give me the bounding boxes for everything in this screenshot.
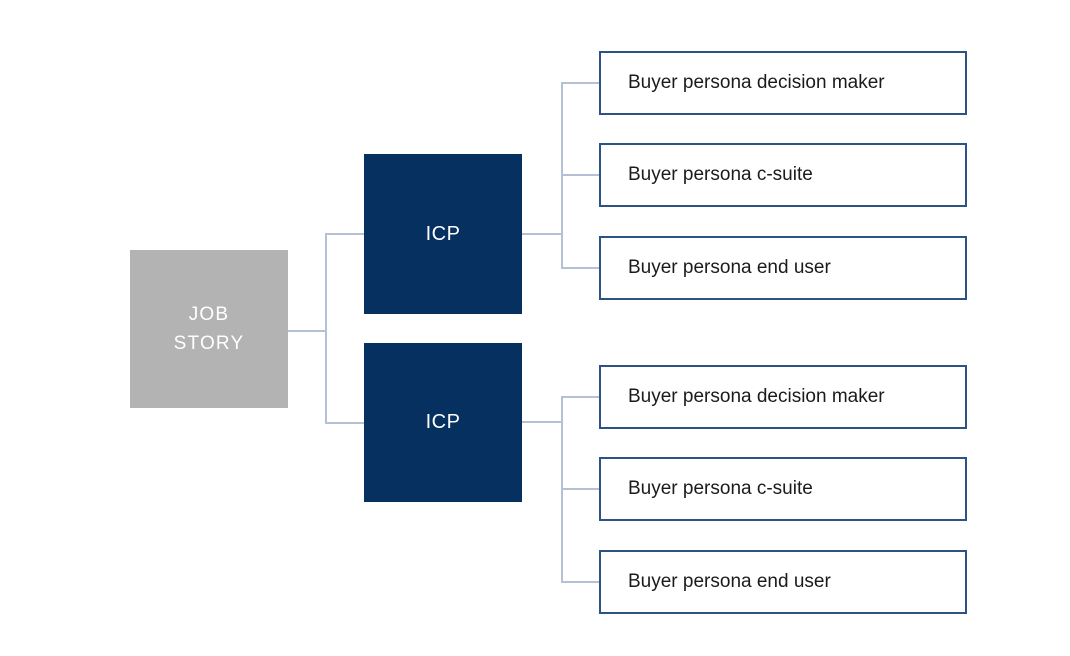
icp-box-1: ICP: [364, 154, 522, 314]
job-story-label: JOB STORY: [173, 303, 245, 354]
connector-line: [561, 396, 599, 398]
persona-box-end-user: Buyer persona end user: [599, 550, 967, 614]
icp-label: ICP: [425, 411, 461, 433]
connector-line: [561, 581, 599, 583]
persona-box-decision-maker: Buyer persona decision maker: [599, 51, 967, 115]
persona-box-c-suite: Buyer persona c-suite: [599, 143, 967, 207]
persona-label: Buyer persona c-suite: [628, 478, 813, 499]
persona-label: Buyer persona c-suite: [628, 164, 813, 185]
job-story-box: JOB STORY: [130, 250, 288, 408]
connector-line: [561, 267, 599, 269]
connector-line: [325, 233, 364, 235]
persona-box-end-user: Buyer persona end user: [599, 236, 967, 300]
connector-line: [522, 421, 562, 423]
persona-box-decision-maker: Buyer persona decision maker: [599, 365, 967, 429]
icp-label: ICP: [425, 222, 461, 245]
persona-label: Buyer persona decision maker: [628, 386, 885, 407]
connector-line: [561, 488, 599, 490]
connector-line: [561, 174, 599, 176]
icp-box-2: ICP: [364, 343, 522, 502]
persona-label: Buyer persona decision maker: [628, 72, 885, 93]
connector-line: [561, 82, 599, 84]
connector-line: [522, 233, 562, 235]
connector-line: [325, 233, 327, 424]
persona-label: Buyer persona end user: [628, 571, 831, 592]
persona-label: Buyer persona end user: [628, 257, 831, 278]
connector-line: [288, 330, 326, 332]
persona-box-c-suite: Buyer persona c-suite: [599, 457, 967, 521]
connector-line: [325, 422, 364, 424]
